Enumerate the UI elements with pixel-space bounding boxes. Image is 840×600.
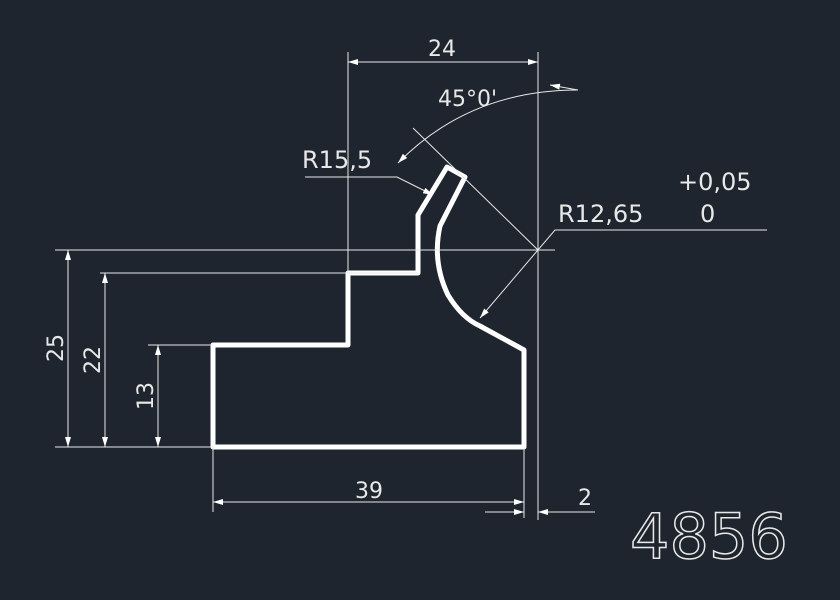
dim-height-total: 25 xyxy=(44,334,69,362)
part-number: 4856 xyxy=(630,500,788,573)
dim-offset-right: 2 xyxy=(578,486,592,511)
profile-outline xyxy=(210,164,527,450)
dim-width-top: 24 xyxy=(428,37,456,62)
dim-height-step: 22 xyxy=(81,346,106,374)
dim-radius-outer: R15,5 xyxy=(302,146,372,174)
dim-width-base: 39 xyxy=(355,479,383,504)
dim-radius-inner: R12,65 xyxy=(558,200,643,228)
extension-lines xyxy=(55,52,555,520)
tolerance-lower: 0 xyxy=(700,200,715,228)
dim-height-base: 13 xyxy=(134,382,159,410)
dim-angle: 45°0' xyxy=(438,87,497,112)
dimension-lines xyxy=(65,59,767,515)
tolerance-upper: +0,05 xyxy=(678,168,752,196)
